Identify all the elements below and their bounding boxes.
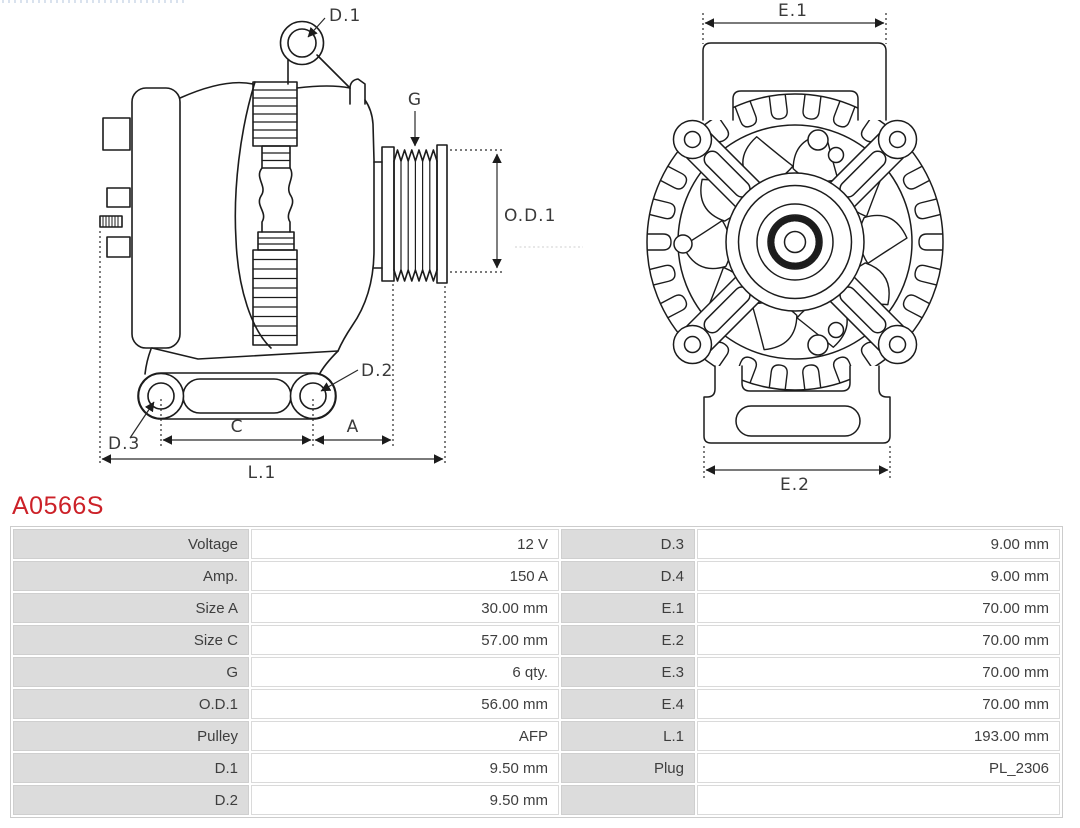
front-view-labels: E.1 E.2 (778, 1, 810, 492)
spec-label: G (13, 657, 249, 687)
spec-label: Amp. (13, 561, 249, 591)
spec-value: 9.00 mm (697, 561, 1060, 591)
spec-value: 150 A (251, 561, 559, 591)
label-e2: E.2 (780, 475, 810, 492)
spec-label: E.1 (561, 593, 695, 623)
spec-label: O.D.1 (13, 689, 249, 719)
front-view-dimensions (702, 13, 891, 478)
label-d2: D.2 (361, 361, 393, 381)
spec-label: E.3 (561, 657, 695, 687)
front-view (646, 42, 944, 444)
spec-label: Pulley (13, 721, 249, 751)
spec-label: E.4 (561, 689, 695, 719)
side-view (99, 20, 448, 420)
part-number: A0566S (12, 492, 104, 520)
spec-label: D.3 (561, 529, 695, 559)
side-view-labels: D.1 G O.D.1 D.2 D.3 C A L.1 (108, 6, 556, 483)
spec-label: Plug (561, 753, 695, 783)
label-c: C (231, 417, 244, 437)
spec-label: Voltage (13, 529, 249, 559)
side-view-dimensions (99, 17, 583, 464)
table-row: Voltage 12 V D.3 9.00 mm (13, 529, 1060, 559)
spec-value (697, 785, 1060, 815)
spec-value: 70.00 mm (697, 593, 1060, 623)
table-row: Pulley AFP L.1 193.00 mm (13, 721, 1060, 751)
spec-value: 193.00 mm (697, 721, 1060, 751)
table-row: Size A 30.00 mm E.1 70.00 mm (13, 593, 1060, 623)
spec-value: 56.00 mm (251, 689, 559, 719)
spec-value: 70.00 mm (697, 625, 1060, 655)
spec-value: 9.00 mm (697, 529, 1060, 559)
top-edge-artifact (2, 0, 188, 3)
spec-label: L.1 (561, 721, 695, 751)
table-row: D.1 9.50 mm Plug PL_2306 (13, 753, 1060, 783)
label-d3: D.3 (108, 434, 140, 454)
table-row: Size C 57.00 mm E.2 70.00 mm (13, 625, 1060, 655)
table-row: D.2 9.50 mm (13, 785, 1060, 815)
spec-label: Size A (13, 593, 249, 623)
spec-value: PL_2306 (697, 753, 1060, 783)
spec-value: 6 qty. (251, 657, 559, 687)
spec-value: 12 V (251, 529, 559, 559)
label-d1: D.1 (329, 6, 361, 26)
spec-label: E.2 (561, 625, 695, 655)
spec-value: 70.00 mm (697, 657, 1060, 687)
label-e1: E.1 (778, 1, 808, 21)
spec-label: D.1 (13, 753, 249, 783)
spec-label (561, 785, 695, 815)
spec-label: D.2 (13, 785, 249, 815)
spec-label: D.4 (561, 561, 695, 591)
spec-label: Size C (13, 625, 249, 655)
spec-value: 57.00 mm (251, 625, 559, 655)
label-g: G (408, 90, 422, 110)
table-row: Amp. 150 A D.4 9.00 mm (13, 561, 1060, 591)
spec-value: AFP (251, 721, 559, 751)
spec-table: Voltage 12 V D.3 9.00 mm Amp. 150 A D.4 … (10, 526, 1063, 818)
label-a: A (347, 417, 360, 437)
label-od1: O.D.1 (504, 206, 556, 226)
spec-value: 30.00 mm (251, 593, 559, 623)
spec-value: 70.00 mm (697, 689, 1060, 719)
spec-value: 9.50 mm (251, 753, 559, 783)
alternator-technical-drawing: D.1 G O.D.1 D.2 D.3 C A L.1 (99, 1, 944, 492)
spec-value: 9.50 mm (251, 785, 559, 815)
table-row: G 6 qty. E.3 70.00 mm (13, 657, 1060, 687)
label-l1: L.1 (248, 463, 277, 483)
table-row: O.D.1 56.00 mm E.4 70.00 mm (13, 689, 1060, 719)
